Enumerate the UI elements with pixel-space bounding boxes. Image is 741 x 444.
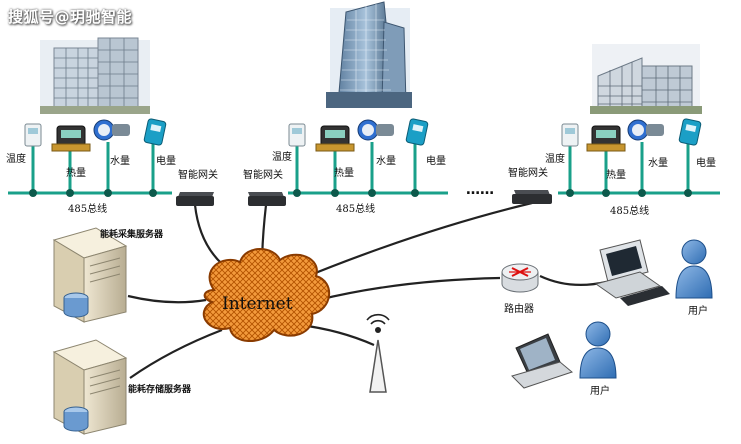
gateway-2-icon <box>248 192 286 206</box>
wireless-antenna-icon <box>366 313 390 393</box>
label-power-2: 电量 <box>426 154 446 167</box>
building-1-image <box>40 37 150 114</box>
label-water-3: 水量 <box>648 157 668 169</box>
building-2-sensors <box>288 118 429 152</box>
label-heat-2: 热量 <box>334 166 354 179</box>
electricity-meter-icon <box>678 118 702 146</box>
gateway-label-2: 智能网关 <box>243 168 283 181</box>
internet-cloud: Internet <box>202 248 331 343</box>
gateway-label-3: 智能网关 <box>508 166 548 179</box>
temperature-sensor-icon <box>24 123 42 147</box>
internet-label: Internet <box>222 294 293 314</box>
temperature-sensor-icon <box>561 123 579 147</box>
label-water-1: 水量 <box>110 155 130 167</box>
gateway-3-icon <box>512 190 552 204</box>
bus-label-2: 485总线 <box>336 202 375 215</box>
label-heat-1: 热量 <box>66 166 86 179</box>
user-1-icon <box>675 239 713 299</box>
electricity-meter-icon <box>405 118 429 146</box>
ellipsis: …… <box>466 182 494 198</box>
label-temperature-3: 温度 <box>545 152 565 165</box>
router-icon <box>501 263 539 293</box>
link-gateway3-internet <box>297 201 533 282</box>
building-3-image <box>590 44 702 114</box>
watermark-text: 搜狐号@玥驰智能 <box>8 8 133 26</box>
gateway-1-icon <box>176 192 214 206</box>
user-2-label: 用户 <box>590 384 610 397</box>
desktop-computer-icon <box>594 239 670 306</box>
storage-server-label: 能耗存储服务器 <box>128 383 192 395</box>
label-temperature-2: 温度 <box>272 150 292 163</box>
heat-meter-icon <box>315 125 355 152</box>
user-2-icon <box>579 321 617 379</box>
building-2-image <box>326 1 412 108</box>
link-antenna-internet <box>299 323 375 347</box>
label-water-2: 水量 <box>376 155 396 167</box>
label-heat-3: 热量 <box>606 168 626 181</box>
collection-server-icon <box>52 227 128 323</box>
bus-nodes <box>29 189 692 197</box>
laptop-icon <box>511 333 574 389</box>
building-1-sensors <box>24 118 167 152</box>
label-power-1: 电量 <box>156 154 176 167</box>
heat-meter-icon <box>586 125 626 152</box>
label-power-3: 电量 <box>696 156 716 169</box>
water-meter-icon <box>357 119 394 141</box>
electricity-meter-icon <box>143 118 167 146</box>
gateway-label-1: 智能网关 <box>178 168 218 181</box>
link-router-internet <box>317 276 501 302</box>
water-meter-icon <box>627 119 664 141</box>
collection-server-label: 能耗采集服务器 <box>100 228 164 240</box>
bus-label-3: 485总线 <box>610 204 649 217</box>
temperature-sensor-icon <box>288 123 306 147</box>
link-collection-server-internet <box>127 294 207 304</box>
user-1-label: 用户 <box>688 304 708 317</box>
storage-server-icon <box>52 339 128 435</box>
building-3-sensors <box>561 118 702 152</box>
water-meter-icon <box>93 119 130 141</box>
heat-meter-icon <box>51 125 91 152</box>
link-storage-server-internet <box>129 328 223 379</box>
router-label: 路由器 <box>504 302 534 315</box>
bus-label-1: 485总线 <box>68 202 107 215</box>
label-temperature-1: 温度 <box>6 152 26 165</box>
